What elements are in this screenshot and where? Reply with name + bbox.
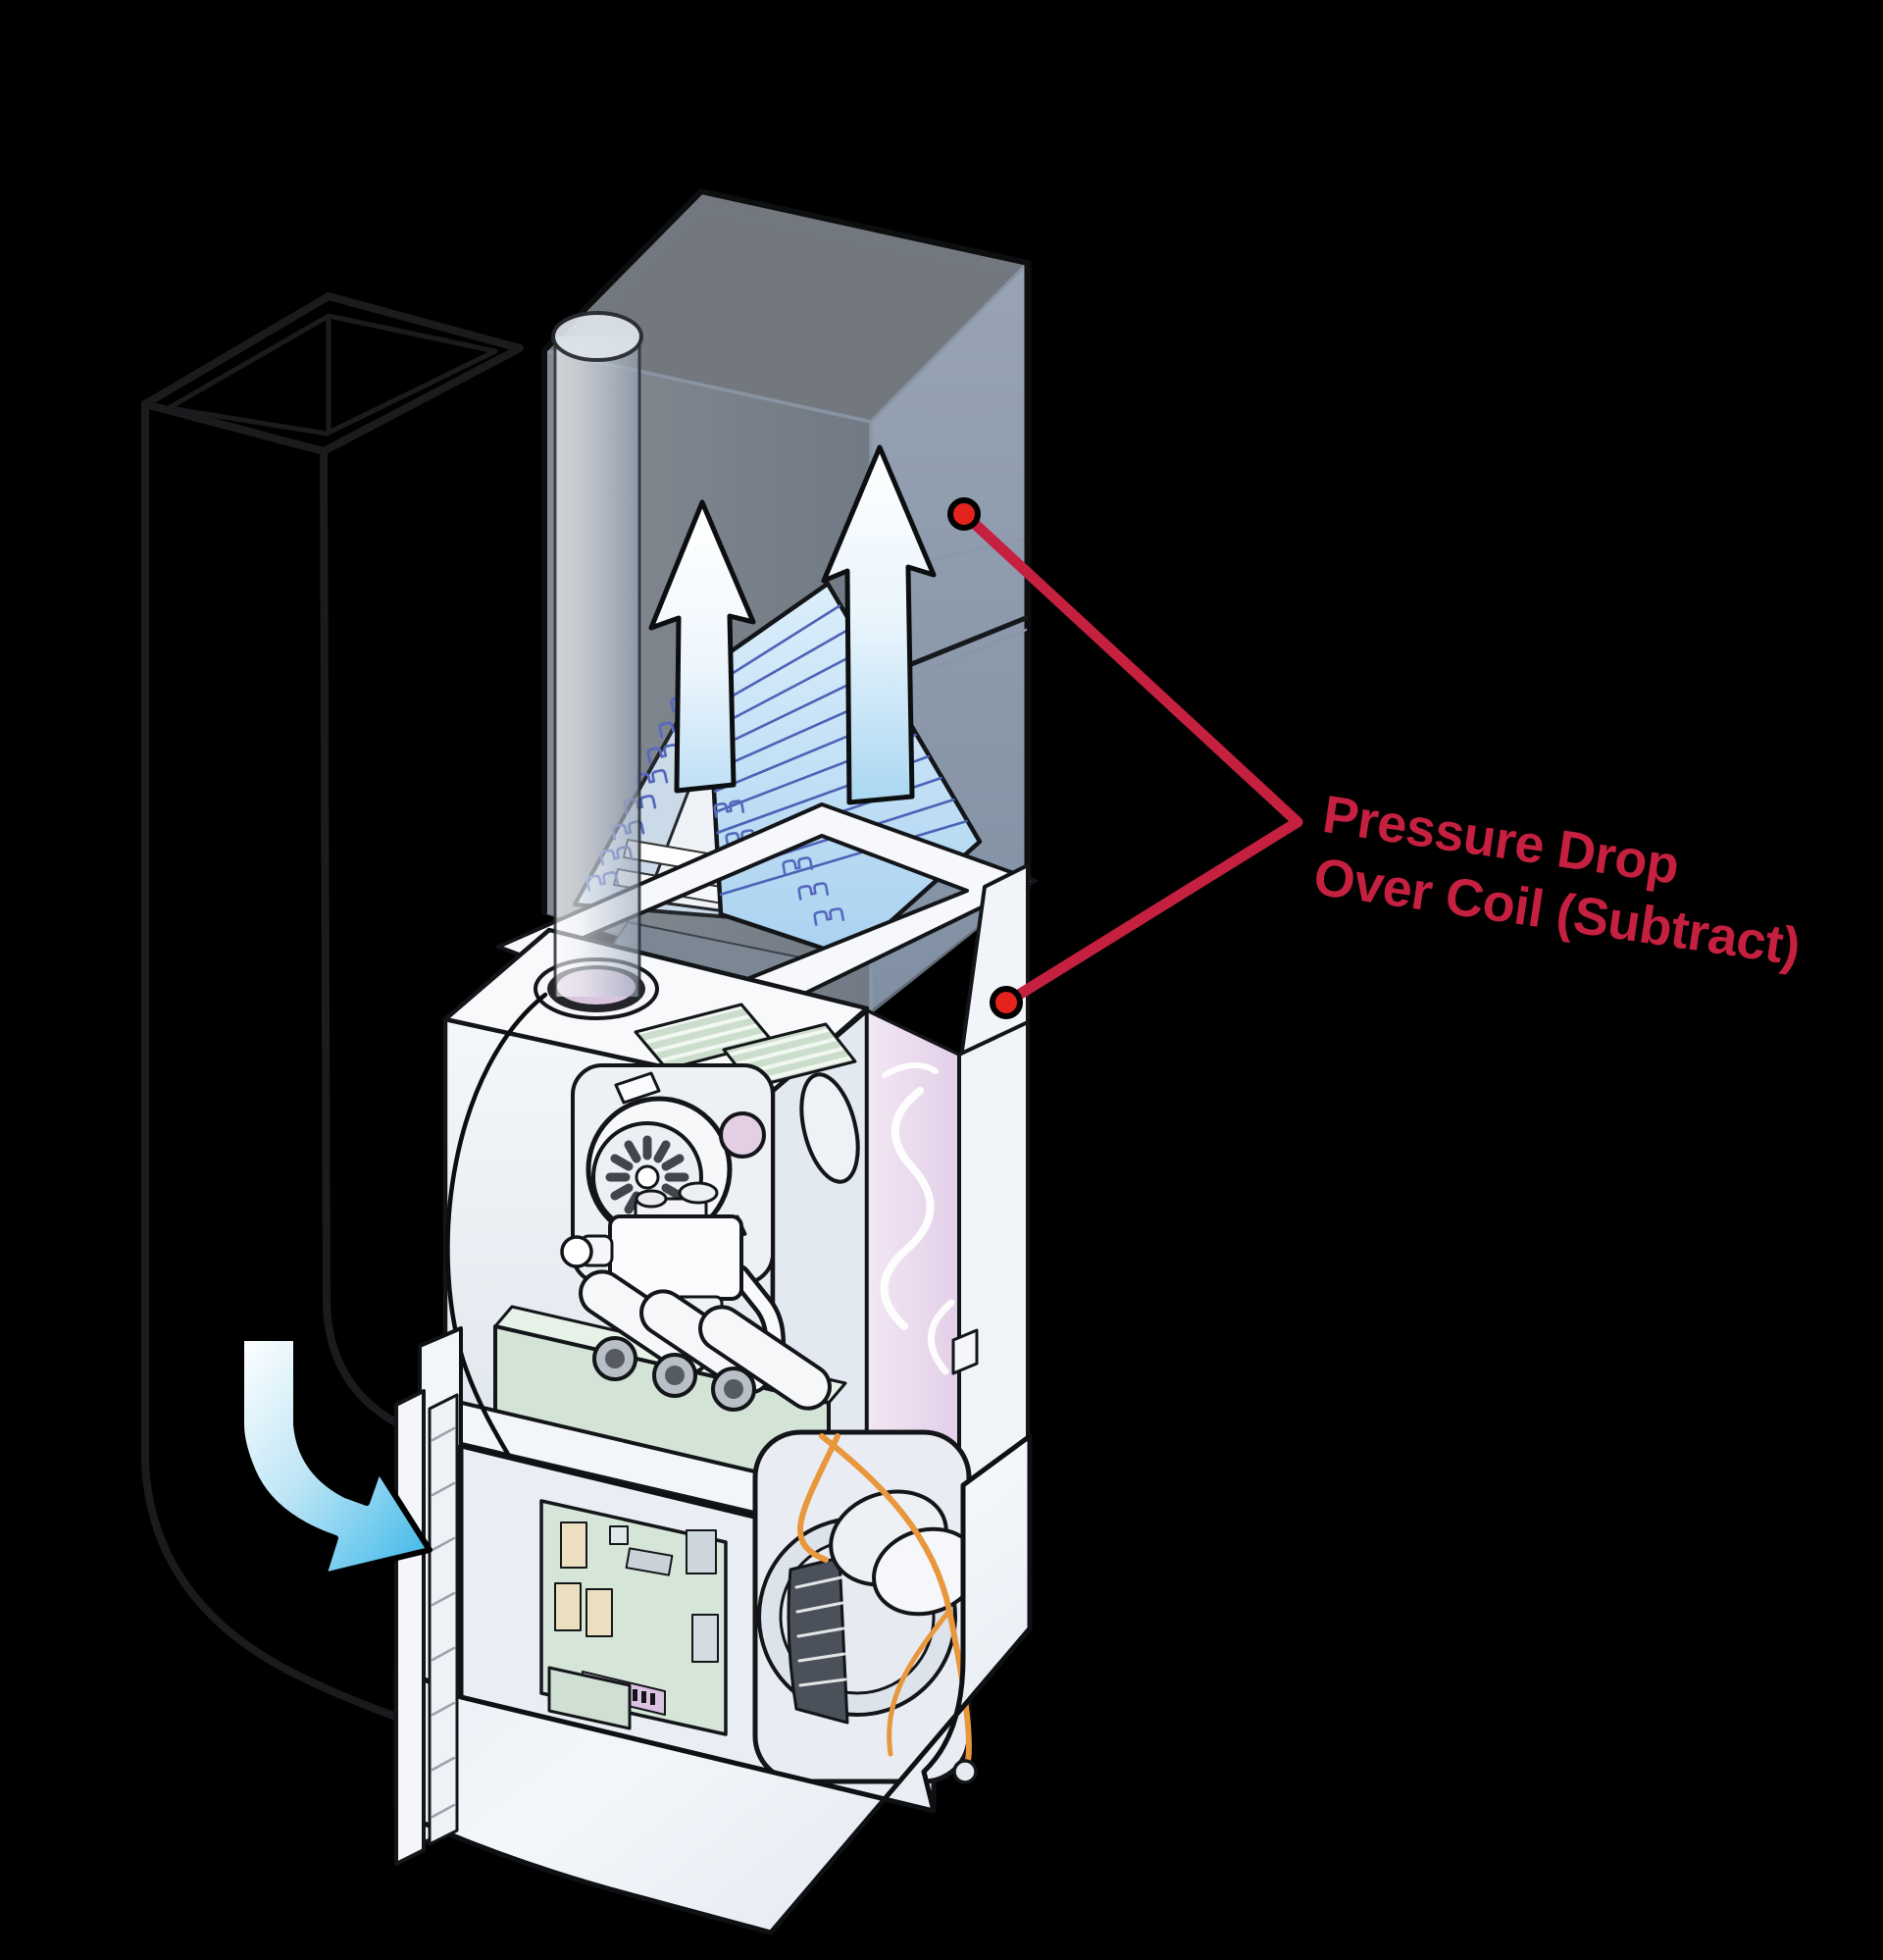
control-board xyxy=(539,1499,728,1736)
callout-lines xyxy=(958,508,1303,1008)
lower-cabinet xyxy=(393,1326,1033,1935)
blower-wires xyxy=(797,1433,972,1769)
flue-pipe xyxy=(551,311,643,999)
callout-marker-bottom xyxy=(990,986,1023,1019)
air-filter xyxy=(394,1389,459,1866)
cabinet-bottom-panel xyxy=(393,1433,1033,1935)
supply-airflow-arrow-left xyxy=(648,499,756,794)
drain-stub xyxy=(951,1328,979,1375)
heat-exchanger-tubes xyxy=(880,1062,955,1375)
callout-marker-top xyxy=(947,497,981,531)
burner-tubes xyxy=(579,1269,832,1412)
board-tab xyxy=(547,1666,632,1730)
return-duct xyxy=(141,292,524,1728)
supply-airflow-arrow-right xyxy=(821,444,937,805)
filter-pleats xyxy=(431,1426,456,1819)
furnace-right-strip xyxy=(957,1020,1030,1493)
sight-oval xyxy=(799,1072,860,1184)
return-airflow-arrow xyxy=(238,1335,433,1578)
blower-bolt xyxy=(952,1759,978,1784)
blower-assembly xyxy=(752,1429,980,1784)
supply-airflow-arrows xyxy=(648,444,937,805)
inducer-cap xyxy=(719,1111,766,1159)
